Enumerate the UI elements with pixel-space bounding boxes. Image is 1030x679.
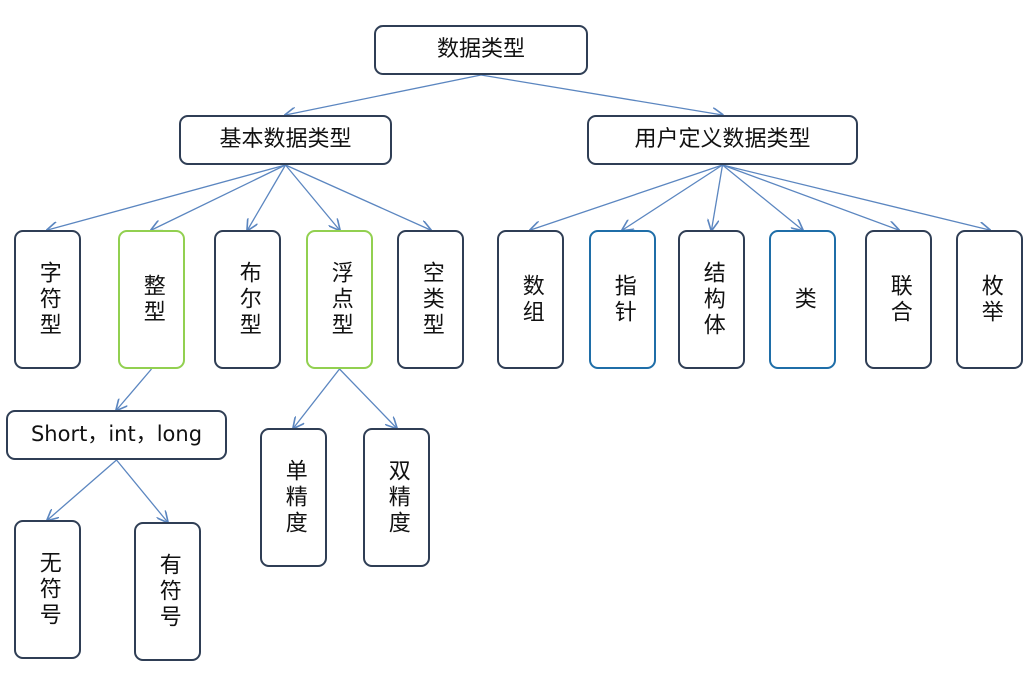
edge-user-to-struct	[712, 164, 724, 230]
node-single-precision: 单精度	[260, 428, 327, 567]
node-integer-kinds: Short，int，long	[6, 410, 227, 460]
node-label: 浮点型	[327, 260, 353, 339]
edge-user-to-pointer	[623, 164, 723, 230]
edge-user-to-union	[722, 164, 899, 230]
node-label: 类	[790, 286, 816, 313]
node-label: 布尔型	[235, 260, 261, 339]
node-bool-type: 布尔型	[214, 230, 281, 369]
edge-user-to-class	[722, 164, 803, 230]
node-char-type: 字符型	[14, 230, 81, 369]
node-label: 枚举	[977, 273, 1003, 326]
node-pointer: 指针	[589, 230, 656, 369]
node-union: 联合	[865, 230, 932, 369]
node-user-defined-data-types: 用户定义数据类型	[587, 115, 858, 165]
edge-integer_kinds-to-unsigned	[48, 459, 117, 520]
edge-basic-to-void	[285, 164, 431, 230]
edge-float-to-double	[339, 368, 397, 428]
node-label: 联合	[886, 273, 912, 326]
node-label: 数据类型	[436, 36, 525, 62]
node-label: 基本数据类型	[219, 126, 352, 152]
node-label: 整型	[139, 273, 165, 326]
node-unsigned: 无符号	[14, 520, 81, 659]
edge-float-to-single	[294, 368, 341, 428]
node-label: 用户定义数据类型	[634, 126, 811, 152]
node-void-type: 空类型	[397, 230, 464, 369]
node-label: 空类型	[418, 260, 444, 339]
edge-user-to-array	[531, 164, 723, 230]
node-signed: 有符号	[134, 522, 201, 661]
node-label: Short，int，long	[30, 422, 203, 447]
edge-basic-to-integer	[152, 164, 286, 230]
edge-integer-to-integer_kinds	[117, 368, 152, 410]
node-array: 数组	[497, 230, 564, 369]
node-label: 结构体	[699, 260, 725, 339]
node-float-type: 浮点型	[306, 230, 373, 369]
node-data-types: 数据类型	[374, 25, 588, 75]
node-label: 数组	[518, 273, 544, 326]
node-integer-type: 整型	[118, 230, 185, 369]
edge-basic-to-float	[285, 164, 340, 230]
node-struct: 结构体	[678, 230, 745, 369]
node-label: 指针	[610, 273, 636, 326]
node-class: 类	[769, 230, 836, 369]
node-label: 有符号	[155, 552, 181, 631]
edge-basic-to-char	[48, 164, 286, 230]
edge-integer_kinds-to-signed	[115, 459, 168, 522]
node-label: 单精度	[281, 458, 307, 537]
edge-root-to-user	[480, 74, 723, 115]
node-label: 双精度	[384, 458, 410, 537]
node-double-precision: 双精度	[363, 428, 430, 567]
node-label: 字符型	[35, 260, 61, 339]
node-enum: 枚举	[956, 230, 1023, 369]
edge-user-to-enum	[722, 164, 990, 230]
edge-basic-to-bool	[248, 164, 287, 230]
edge-root-to-basic	[286, 74, 482, 115]
node-label: 无符号	[35, 550, 61, 629]
node-basic-data-types: 基本数据类型	[179, 115, 392, 165]
